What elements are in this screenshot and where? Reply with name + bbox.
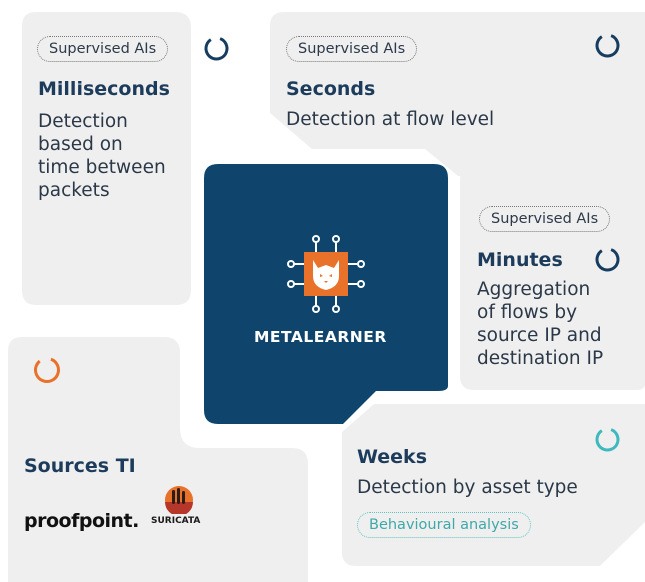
sources-ti-title: Sources TI <box>24 455 136 477</box>
desc-line: based on <box>38 134 123 155</box>
desc-line: Detection <box>38 111 128 132</box>
seconds-title: Seconds <box>286 78 376 100</box>
weeks-title: Weeks <box>357 446 427 468</box>
teal-ring-icon <box>595 427 620 452</box>
minutes-title: Minutes <box>477 249 563 271</box>
desc-line: Aggregation <box>477 279 591 300</box>
navy-ring-icon <box>595 247 620 272</box>
metalearner-label: METALEARNER <box>254 328 387 346</box>
suricata-logo-mark <box>165 486 193 514</box>
desc-line: of flows by <box>477 302 578 323</box>
card-milliseconds-bg <box>22 12 191 305</box>
orange-ring-icon <box>34 357 60 384</box>
minutes-description: Aggregation of flows by source IP and de… <box>477 278 603 370</box>
supervised-ais-pill: Supervised AIs <box>37 36 169 62</box>
supervised-ais-pill: Supervised AIs <box>286 36 418 62</box>
navy-ring-icon <box>595 33 620 58</box>
milliseconds-description: Detection based on time between packets <box>38 110 166 202</box>
milliseconds-title: Milliseconds <box>38 78 170 100</box>
desc-line: packets <box>38 180 110 201</box>
desc-line: time between <box>38 157 166 178</box>
card-sources-bg <box>8 337 308 582</box>
supervised-ais-pill: Supervised AIs <box>479 206 611 232</box>
suricata-logo: SURICATA <box>151 516 201 526</box>
desc-line: source IP and <box>477 325 602 346</box>
desc-line: destination IP <box>477 348 604 369</box>
behavioural-analysis-pill: Behavioural analysis <box>357 512 531 538</box>
lynx-chip-icon <box>287 235 365 313</box>
weeks-description: Detection by asset type <box>357 477 578 498</box>
proofpoint-logo: proofpoint. <box>24 510 139 532</box>
navy-ring-icon <box>204 36 229 61</box>
seconds-description: Detection at flow level <box>286 109 495 130</box>
